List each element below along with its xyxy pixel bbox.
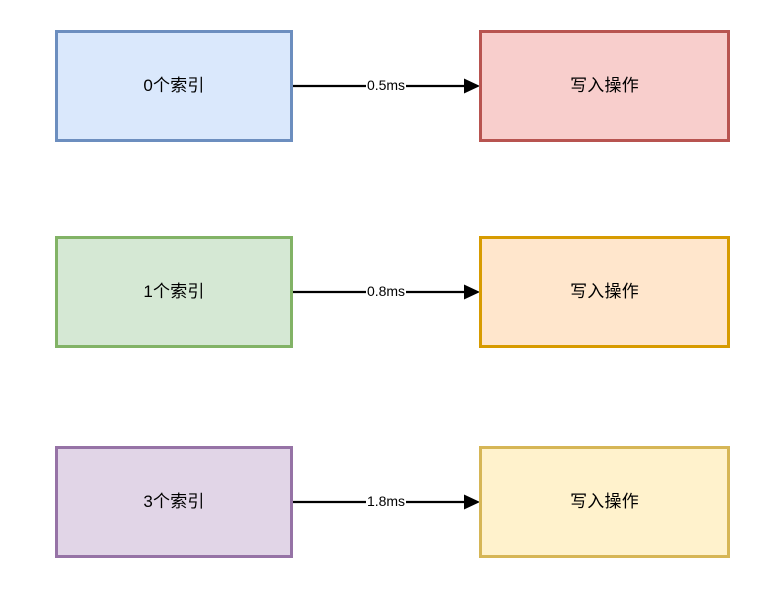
source-node[interactable]: 3个索引 <box>55 446 293 558</box>
target-node[interactable]: 写入操作 <box>479 446 730 558</box>
flow-row: 1个索引 0.8ms 写入操作 <box>0 236 780 348</box>
source-node-label: 0个索引 <box>143 76 205 95</box>
target-node-label: 写入操作 <box>570 282 639 301</box>
source-node[interactable]: 1个索引 <box>55 236 293 348</box>
target-node[interactable]: 写入操作 <box>479 30 730 142</box>
target-node[interactable]: 写入操作 <box>479 236 730 348</box>
source-node-label: 1个索引 <box>143 282 205 301</box>
flow-row: 0个索引 0.5ms 写入操作 <box>0 30 780 142</box>
edge-connector[interactable]: 0.5ms <box>292 30 480 142</box>
arrowhead-icon <box>464 78 480 94</box>
edge-connector[interactable]: 1.8ms <box>292 446 480 558</box>
edge-connector[interactable]: 0.8ms <box>292 236 480 348</box>
arrowhead-icon <box>464 494 480 510</box>
flow-row: 3个索引 1.8ms 写入操作 <box>0 446 780 558</box>
arrowhead-icon <box>464 284 480 300</box>
target-node-label: 写入操作 <box>570 76 639 95</box>
source-node-label: 3个索引 <box>143 492 205 511</box>
source-node[interactable]: 0个索引 <box>55 30 293 142</box>
target-node-label: 写入操作 <box>570 492 639 511</box>
